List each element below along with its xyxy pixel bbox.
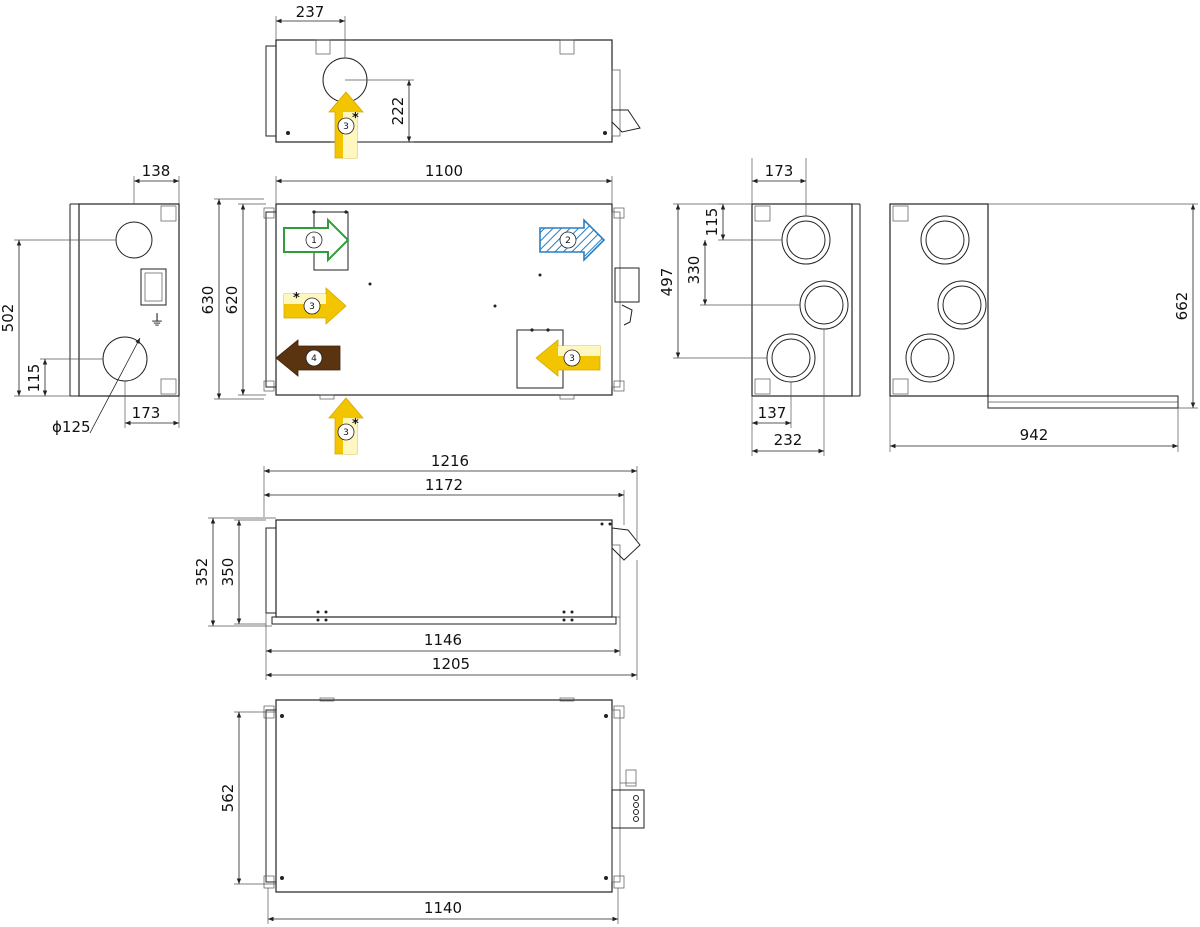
flow-arrow-3-right: 3 *	[283, 287, 347, 325]
dim-237: 237	[296, 3, 325, 21]
dim-330: 330	[685, 256, 703, 285]
svg-text:*: *	[293, 291, 300, 306]
dim-942: 942	[1020, 426, 1049, 444]
dim-562: 562	[219, 784, 237, 813]
dim-137: 137	[758, 404, 787, 422]
dim-1140: 1140	[424, 899, 462, 917]
flow-arrow-1: 1	[283, 217, 350, 263]
dim-115-left: 115	[25, 364, 43, 393]
plug-icon: ⏚	[149, 311, 164, 329]
plan-view: 562 1140	[219, 697, 645, 924]
flow-arrow-3-up-top: 3 *	[328, 91, 364, 159]
connector-box	[140, 268, 167, 306]
left-duct-top	[115, 221, 153, 259]
svg-text:3: 3	[343, 122, 349, 132]
front-view: 1100 630 620 1 2 3 *	[199, 162, 640, 455]
plan-body	[275, 699, 613, 893]
dim-1172: 1172	[425, 476, 463, 494]
elevation-body	[275, 519, 613, 618]
svg-text:3: 3	[309, 302, 315, 312]
dim-352: 352	[193, 558, 211, 587]
svg-text:3: 3	[569, 354, 575, 364]
dim-1146: 1146	[424, 631, 462, 649]
dim-662: 662	[1173, 292, 1191, 321]
top-view: 237 222 3 *	[265, 3, 641, 159]
left-duct-bottom	[102, 336, 148, 382]
terminal-box	[611, 789, 645, 829]
dim-173-right: 173	[765, 162, 794, 180]
svg-text:4: 4	[311, 354, 317, 364]
far-right-view: 662 942	[889, 203, 1198, 452]
svg-text:1: 1	[311, 236, 317, 246]
dim-232: 232	[774, 431, 803, 449]
left-side-view: ⏚ 138 502 115 173 ϕ125	[0, 162, 180, 436]
svg-text:*: *	[352, 417, 359, 432]
svg-text:2: 2	[565, 236, 571, 246]
flow-arrow-2: 2	[539, 218, 606, 262]
dim-502: 502	[0, 304, 17, 333]
dim-350: 350	[219, 558, 237, 587]
svg-text:*: *	[352, 111, 359, 126]
dim-115-right: 115	[703, 208, 721, 237]
svg-text:3: 3	[343, 428, 349, 438]
dim-phi125: ϕ125	[52, 418, 91, 436]
dim-1205: 1205	[432, 655, 470, 673]
right-side-view: 173 115 330 497 137 232	[658, 158, 861, 456]
dim-620: 620	[223, 286, 241, 315]
dim-222: 222	[389, 97, 407, 126]
dim-138: 138	[142, 162, 171, 180]
elevation-base	[271, 616, 617, 625]
flow-arrow-3-up-bottom: 3 *	[328, 397, 364, 455]
flow-arrow-3-left: 3	[535, 339, 601, 377]
dim-1100: 1100	[425, 162, 463, 180]
dim-630: 630	[199, 286, 217, 315]
handle	[611, 109, 641, 133]
dim-497: 497	[658, 268, 676, 297]
elevation-view: 1216 1172 352 350 1146 1205	[193, 452, 641, 680]
flow-arrow-4: 4	[275, 339, 341, 377]
dim-173-left: 173	[132, 404, 161, 422]
dim-1216: 1216	[431, 452, 469, 470]
